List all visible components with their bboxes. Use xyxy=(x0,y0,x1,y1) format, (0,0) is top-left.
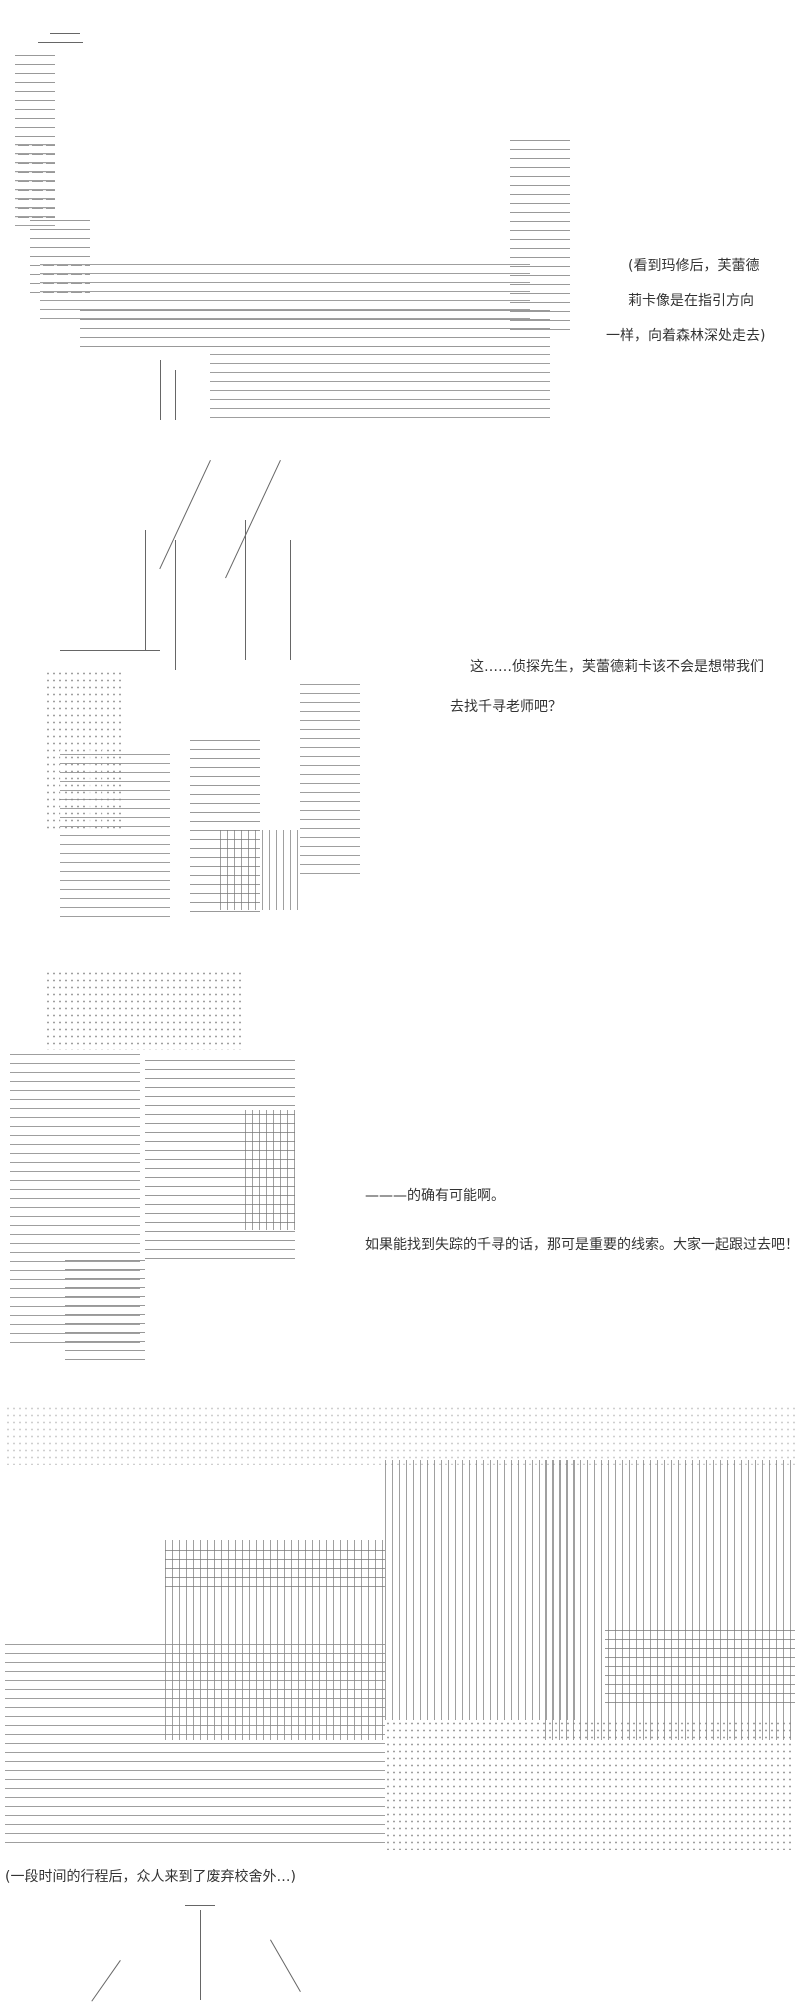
panel-5-ascii-art xyxy=(60,1900,360,2002)
panel-3-ascii-art xyxy=(5,960,330,1370)
panel-1-ascii-art xyxy=(10,30,570,420)
panel-4-ascii-art xyxy=(5,1400,800,1860)
caption-line: 一样，向着森林深处走去) xyxy=(606,328,766,344)
caption-line: (看到玛修后，芙蕾德 xyxy=(628,258,760,274)
dialogue-line: 如果能找到失踪的千寻的话，那可是重要的线索。大家一起跟过去吧！ xyxy=(365,1237,799,1253)
dialogue-line: 去找千寻老师吧？ xyxy=(450,699,562,715)
caption-line: 莉卡像是在指引方向 xyxy=(628,293,754,309)
dialogue-line: 这……侦探先生，芙蕾德莉卡该不会是想带我们 xyxy=(470,659,764,675)
dialogue-line: ———的确有可能啊。 xyxy=(365,1188,505,1204)
caption-line: (一段时间的行程后，众人来到了废弃校舍外…) xyxy=(5,1869,296,1885)
panel-2-ascii-art xyxy=(40,450,460,930)
